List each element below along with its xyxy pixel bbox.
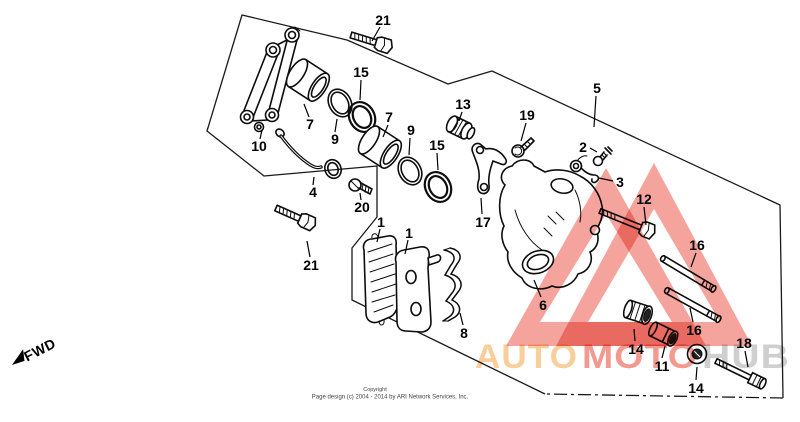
fwd-arrowhead-icon xyxy=(12,349,25,365)
callout-1b: 1 xyxy=(405,225,413,241)
diagram-border-dashed-bottom xyxy=(544,393,784,399)
watermark-text: AUTO MOTO HUB xyxy=(475,338,790,376)
callout-9b: 9 xyxy=(407,122,415,138)
callout-17: 17 xyxy=(475,214,491,230)
part-screw-19 xyxy=(511,137,535,158)
diagram-border xyxy=(206,14,784,399)
callout-14b: 14 xyxy=(688,380,704,396)
callout-leader-15a xyxy=(359,79,362,101)
part-bushing-13 xyxy=(445,115,476,140)
callout-leader-21a xyxy=(371,26,381,42)
callout-leader-6 xyxy=(533,279,542,298)
callout-16a: 16 xyxy=(689,237,705,253)
callout-12: 12 xyxy=(636,191,652,207)
part-dust-seal-15-lower xyxy=(423,171,453,203)
part-bracket-10 xyxy=(239,26,301,133)
part-brake-pipe-4 xyxy=(275,128,342,180)
callout-leader-9a xyxy=(334,118,338,133)
part-retainer-17 xyxy=(471,142,508,195)
part-brake-pad-1-right xyxy=(394,246,442,333)
callout-8: 8 xyxy=(460,325,468,341)
callout-1a: 1 xyxy=(377,214,385,230)
fwd-arrow: FWD xyxy=(12,335,58,365)
part-seal-9-upper xyxy=(327,88,353,118)
callout-6: 6 xyxy=(539,297,547,313)
callout-leader-16b xyxy=(689,307,694,323)
callout-16b: 16 xyxy=(686,322,702,338)
callout-20: 20 xyxy=(354,199,370,215)
watermark-logo xyxy=(506,163,752,346)
callout-leader-4 xyxy=(312,176,315,186)
part-screw-20 xyxy=(348,178,373,195)
callout-5: 5 xyxy=(593,80,601,96)
callout-15b: 15 xyxy=(429,137,445,153)
callout-4: 4 xyxy=(309,184,317,200)
part-bolt-21-top xyxy=(349,31,393,55)
callout-leader-2 xyxy=(589,147,598,153)
callout-leader-10 xyxy=(259,129,263,140)
callout-9a: 9 xyxy=(331,131,339,147)
callout-leader-13 xyxy=(458,111,463,122)
callout-leader-7b xyxy=(382,124,389,138)
copyright-line1: Copyright xyxy=(363,387,387,393)
part-piston-7-upper xyxy=(285,58,331,102)
callout-leader-8 xyxy=(459,312,464,326)
part-wire-3 xyxy=(569,155,600,184)
callout-layer: 2110791579151319523126161614111418201117… xyxy=(251,12,752,396)
callout-leader-9b xyxy=(408,137,411,156)
callout-11: 11 xyxy=(655,358,670,374)
callout-leader-17 xyxy=(480,197,483,215)
part-brake-pad-1-left xyxy=(362,233,399,326)
part-bolt-18 xyxy=(714,357,767,390)
callout-21a: 21 xyxy=(375,12,391,28)
callout-leader-1a xyxy=(376,228,381,243)
part-boot-14-lower xyxy=(686,343,708,365)
callout-leader-14a xyxy=(633,328,636,342)
callout-14a: 14 xyxy=(628,341,644,357)
callout-7b: 7 xyxy=(385,109,393,125)
callout-15a: 15 xyxy=(353,64,369,80)
callout-leader-1b xyxy=(404,239,409,255)
callout-leader-18 xyxy=(744,350,749,368)
part-stud-2 xyxy=(592,146,613,167)
callout-leader-15b xyxy=(436,152,439,171)
callout-leader-7a xyxy=(303,103,310,118)
copyright-line2: Page design (c) 2004 - 2014 by ARI Netwo… xyxy=(312,395,469,401)
watermark-text-moto: MOTO xyxy=(582,338,698,376)
callout-21b: 21 xyxy=(303,257,319,273)
callout-leader-19 xyxy=(520,122,527,142)
callout-leader-12 xyxy=(643,206,647,226)
callout-7a: 7 xyxy=(306,116,314,132)
callout-leader-11 xyxy=(661,345,666,359)
callout-leader-21b xyxy=(306,240,311,258)
callout-leader-14b xyxy=(695,366,698,381)
part-boot-14-upper xyxy=(622,299,654,326)
diagram-border-outline xyxy=(206,14,784,399)
callout-leader-3 xyxy=(598,177,614,182)
callout-19: 19 xyxy=(519,107,535,123)
part-seal-9-lower xyxy=(397,156,423,186)
part-shim-8 xyxy=(442,247,462,322)
callout-3: 3 xyxy=(616,174,624,190)
watermark-triangle-right xyxy=(556,163,752,346)
callout-18: 18 xyxy=(736,335,752,351)
callout-13: 13 xyxy=(455,96,471,112)
part-bolt-21-left xyxy=(273,204,317,232)
callout-2: 2 xyxy=(579,139,587,155)
callout-10: 10 xyxy=(251,138,267,154)
part-piston-7-lower xyxy=(357,125,403,169)
callout-leader-16a xyxy=(690,252,697,268)
watermark-text-hub: HUB xyxy=(702,338,790,376)
watermark-text-auto: AUTO xyxy=(475,338,578,376)
callout-leader-5 xyxy=(593,95,597,128)
callout-leader-20 xyxy=(359,192,362,201)
fwd-label: FWD xyxy=(21,335,58,364)
